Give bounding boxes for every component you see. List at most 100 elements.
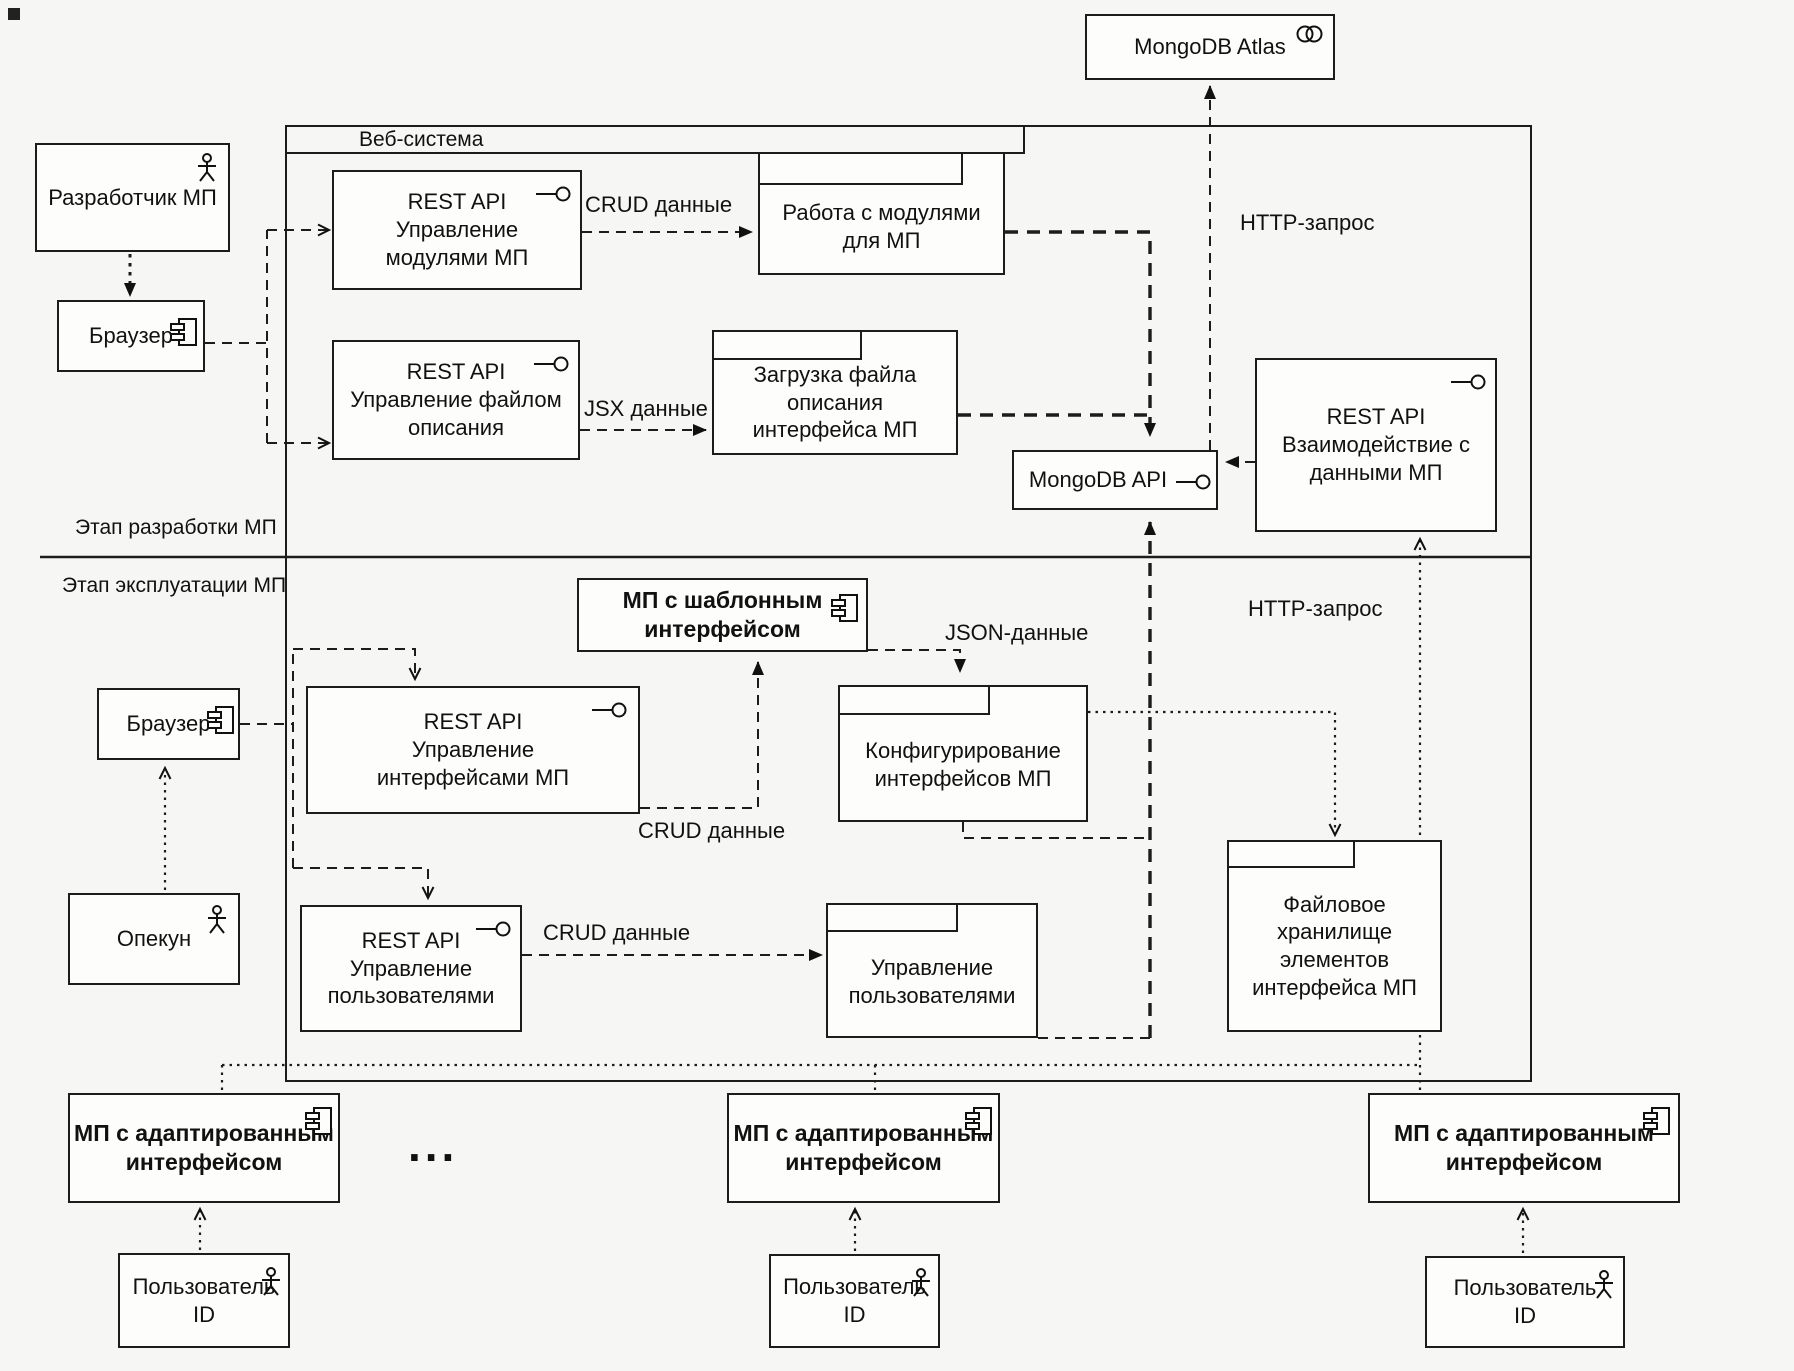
component-api-modules: REST API Управление модулями МП [332, 170, 582, 290]
interface-lollipop-icon [534, 356, 570, 372]
actor-user-3: Пользователь ID [1425, 1256, 1625, 1348]
node-label: Пользователь [1453, 1275, 1597, 1301]
node-label: интерфейсом [125, 1149, 283, 1175]
stage-label-development: Этап разработки МП [75, 516, 277, 539]
ellipsis: ... [408, 1119, 459, 1171]
node-label: REST API [407, 189, 507, 215]
node-label: Пользователь [132, 1273, 276, 1299]
actor-icon [910, 1268, 932, 1298]
component-mp-adapted-3: МП с адаптированным интерфейсом [1368, 1093, 1680, 1203]
actor-icon [206, 905, 228, 935]
node-label: МП с адаптированным [1394, 1120, 1654, 1147]
edge-config-storage [1088, 710, 1342, 838]
actor-icon [260, 1267, 282, 1297]
component-mp-template: МП с шаблонным интерфейсом [577, 578, 868, 652]
actor-icon [196, 153, 218, 183]
node-label: ID [1514, 1303, 1536, 1328]
node-label: интерфейсами МП [376, 764, 570, 790]
edge-to-api-users [293, 867, 435, 901]
node-label: Конфигурирование [865, 737, 1061, 763]
node-label: пользователями [327, 983, 495, 1009]
subsystem-tab [837, 684, 990, 715]
label-http-atlas: HTTP-запрос [1240, 210, 1375, 235]
web-system-titlebar: Веб-система [285, 125, 1025, 154]
actor-icon [1593, 1270, 1615, 1300]
node-label: интерфейса МП [752, 417, 918, 443]
database-rings-icon [1295, 24, 1325, 44]
component-icon [1642, 1105, 1672, 1137]
label-crud-modules: CRUD данные [585, 192, 733, 217]
subsystem-file-storage: Файловое хранилище элементов интерфейса … [1226, 839, 1442, 1032]
component-mongodb-api: MongoDB API [1012, 450, 1218, 510]
node-label: Загрузка файла [753, 361, 917, 387]
subsystem-load-file: Загрузка файла описания интерфейса МП [711, 329, 958, 455]
node-label: REST API [406, 359, 506, 385]
node-label: данными МП [1309, 459, 1443, 485]
subsystem-tab [1226, 839, 1355, 868]
node-label: ID [193, 1301, 215, 1327]
node-label: Управление файлом [350, 387, 562, 413]
component-icon [830, 592, 860, 624]
interface-lollipop-icon [476, 921, 512, 937]
interface-lollipop-icon [1176, 474, 1212, 490]
interface-lollipop-icon [592, 702, 628, 718]
component-mp-adapted-1: МП с адаптированным интерфейсом [68, 1093, 340, 1203]
component-browser-op: Браузер [97, 688, 240, 760]
node-label: Работа с модулями [782, 199, 981, 225]
subsystem-manage-users: Управление пользователями [825, 902, 1038, 1038]
component-api-interact: REST API Взаимодействие с данными МП [1255, 358, 1497, 532]
node-label: MongoDB API [1028, 467, 1168, 493]
node-label: интерфейса МП [1252, 974, 1417, 1000]
corner-artifact [8, 8, 20, 20]
component-icon [206, 704, 236, 736]
label-json-data: JSON-данные [945, 620, 1089, 645]
node-label: MongoDB Atlas [1134, 34, 1286, 60]
node-label: Пользователь [783, 1274, 926, 1300]
node-label: МП с адаптированным [733, 1120, 994, 1147]
node-label: описания [786, 389, 884, 415]
component-api-users: REST API Управление пользователями [300, 905, 522, 1032]
label-crud-users: CRUD данные [543, 920, 691, 945]
node-label: REST API [1326, 404, 1426, 430]
interface-lollipop-icon [536, 186, 572, 202]
web-system-title: Веб-система [359, 127, 484, 151]
edge-config-join [962, 822, 1150, 839]
actor-user-2: Пользователь ID [769, 1254, 940, 1348]
interface-lollipop-icon [1451, 374, 1487, 390]
component-icon [169, 316, 199, 348]
subsystem-tab [757, 151, 963, 185]
edge-crud-interfaces [640, 661, 764, 809]
stage-label-operation: Этап эксплуатации МП [62, 574, 287, 597]
node-label: интерфейсов МП [874, 765, 1052, 791]
component-mp-adapted-2: МП с адаптированным интерфейсом [727, 1093, 1000, 1203]
subsystem-tab [711, 329, 862, 360]
subsystem-work-modules: Работа с модулями для МП [757, 151, 1005, 275]
node-label: Браузер [89, 323, 173, 349]
actor-developer: Разработчик МП [35, 143, 230, 252]
component-browser-dev: Браузер [57, 300, 205, 372]
subsystem-tab [825, 902, 958, 932]
edge-to-api-interfaces [293, 648, 422, 682]
edge-workmodules-mongoapi [1005, 230, 1156, 437]
actor-user-1: Пользователь ID [118, 1253, 290, 1348]
node-label: REST API [423, 709, 523, 735]
node-label: пользователями [848, 982, 1016, 1008]
node-label: Управление [395, 217, 519, 243]
node-label: Разработчик МП [48, 184, 217, 210]
label-http-interact: HTTP-запрос [1248, 596, 1383, 621]
edge-json-data [868, 649, 966, 673]
component-api-interfaces: REST API Управление интерфейсами МП [306, 686, 640, 814]
node-label: для МП [842, 227, 921, 253]
label-crud-interfaces: CRUD данные [638, 818, 786, 843]
node-label: МП с шаблонным [622, 587, 823, 614]
component-icon [964, 1105, 994, 1137]
node-label: Взаимодействие с [1282, 432, 1470, 458]
node-label: модулями МП [385, 244, 529, 270]
node-label: интерфейсом [644, 616, 801, 642]
node-label: Браузер [126, 711, 211, 737]
node-label: интерфейсом [1445, 1149, 1603, 1175]
node-label: ID [843, 1302, 866, 1327]
node-label: Файловое [1283, 891, 1386, 917]
